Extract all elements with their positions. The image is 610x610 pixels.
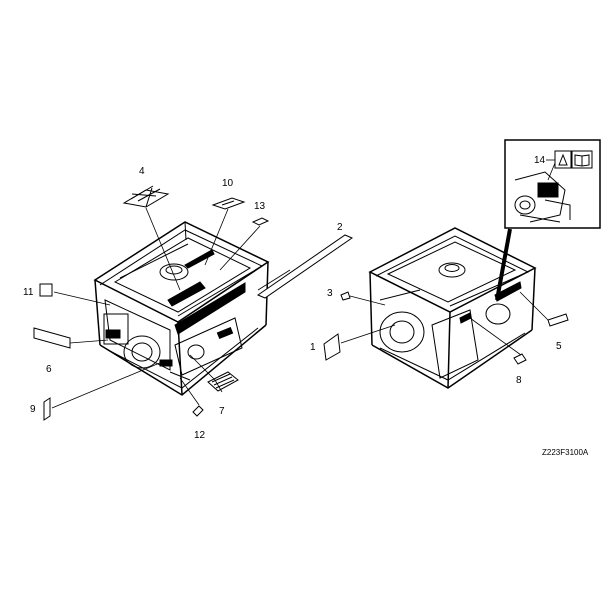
callout-8: 8 — [516, 375, 522, 386]
callout-2: 2 — [337, 222, 343, 233]
label-9 — [43, 397, 51, 421]
warning-icon — [554, 150, 572, 169]
callout-6: 6 — [46, 364, 52, 375]
label-13 — [251, 217, 270, 226]
manual-icon — [571, 150, 593, 169]
generator-right — [368, 227, 537, 389]
callout-13: 13 — [254, 201, 266, 212]
callout-10: 10 — [222, 178, 234, 189]
label-5 — [547, 313, 569, 327]
leader-lines — [51, 162, 556, 409]
callout-12: 12 — [194, 430, 206, 441]
label-12 — [192, 405, 204, 417]
label-4 — [122, 185, 170, 208]
callout-14: 14 — [534, 155, 546, 166]
callout-3: 3 — [327, 288, 333, 299]
generator-left — [93, 221, 270, 396]
drawing-code: Z223F3100A — [542, 448, 589, 457]
label-8 — [513, 353, 527, 365]
label-11 — [39, 283, 53, 297]
label-10 — [211, 197, 246, 210]
label-7 — [207, 371, 239, 392]
label-2 — [256, 234, 354, 299]
callout-4: 4 — [139, 166, 145, 177]
callout-7: 7 — [219, 406, 225, 417]
label-3 — [340, 291, 351, 301]
callout-9: 9 — [30, 404, 36, 415]
callout-5: 5 — [556, 341, 562, 352]
label-1 — [323, 333, 341, 361]
callout-11: 11 — [23, 287, 34, 298]
callout-1: 1 — [310, 342, 316, 353]
label-6 — [33, 327, 71, 349]
